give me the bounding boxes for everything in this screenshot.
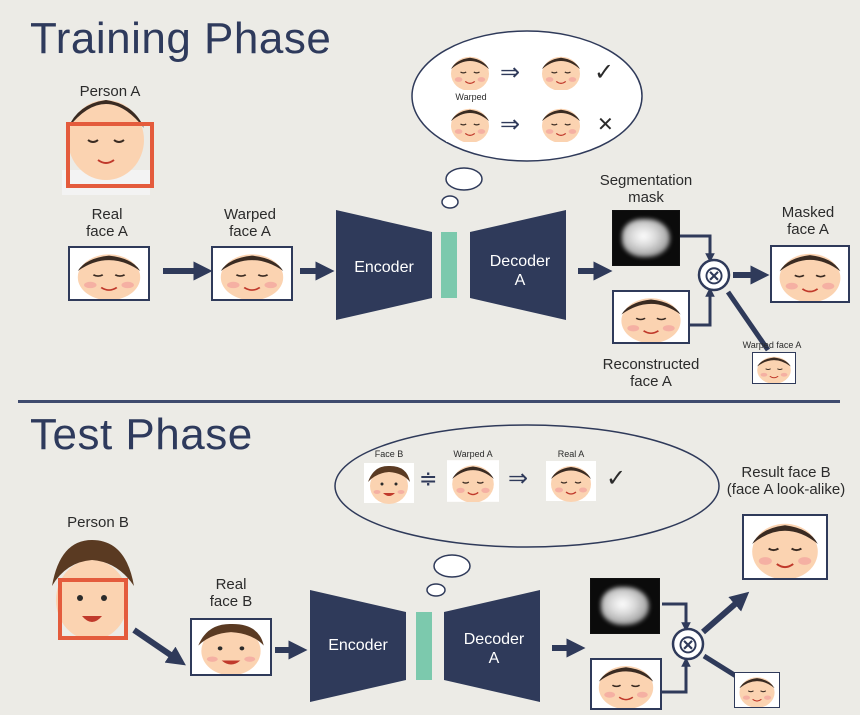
- masked-face-a-image: [770, 245, 850, 303]
- check-icon: ✓: [594, 59, 615, 86]
- encoder-label-training: Encoder: [354, 259, 414, 276]
- encoder-block-test: [310, 590, 406, 702]
- phase-divider: [18, 400, 840, 403]
- person-b-label: Person B: [67, 514, 129, 531]
- person-a-figure: [62, 100, 154, 195]
- thought-arrow-1: ⇒: [500, 59, 521, 86]
- thought-face-b-label: Face B: [374, 449, 404, 459]
- person-b-figure: [52, 540, 134, 640]
- result-face-b-label: Result face B (face A look-alike): [726, 464, 846, 498]
- decoder-block-test: [444, 590, 540, 702]
- warped-face-a-small-image: [752, 352, 796, 384]
- decoder-label-training: Decoder A: [489, 253, 551, 289]
- multiply-symbol-test: ⊗: [677, 629, 699, 659]
- multiply-symbol-training: ⊗: [703, 260, 725, 290]
- training-phase-title: Training Phase: [30, 14, 332, 63]
- real-face-a-image: [68, 246, 150, 301]
- thought-dot-small: [441, 195, 459, 209]
- thought-dot-small-test: [426, 583, 446, 597]
- cross-icon: ✕: [597, 114, 614, 136]
- warped-face-a-small-label: Warped face A: [742, 340, 802, 350]
- thought-arrow-test: ⇒: [508, 465, 529, 492]
- thought-dot-large: [445, 167, 483, 191]
- decoder-label-test: Decoder A: [463, 631, 525, 667]
- real-face-b-image: [190, 618, 272, 676]
- thought-arrow-2: ⇒: [500, 111, 521, 138]
- thought-warped-a-label: Warped A: [453, 449, 493, 459]
- warped-face-test-small-image: [734, 672, 780, 708]
- segmentation-mask-image: [612, 210, 680, 266]
- reconstructed-face-test-image: [590, 658, 662, 710]
- masked-face-a-label: Masked face A: [781, 204, 835, 238]
- real-face-a-label: Real face A: [86, 206, 128, 240]
- approx-symbol: ≑: [419, 466, 438, 491]
- decoder-block-training: [470, 210, 566, 320]
- warped-face-a-image: [211, 246, 293, 301]
- segmentation-mask-label: Segmentation mask: [599, 172, 693, 206]
- encoder-label-test: Encoder: [328, 637, 388, 654]
- multiply-operator-test: [671, 627, 705, 661]
- result-face-b-image: [742, 514, 828, 580]
- encoder-block-training: [336, 210, 432, 320]
- person-a-label: Person A: [79, 83, 141, 100]
- warped-face-a-label: Warped face A: [224, 206, 276, 240]
- multiply-operator-training: [697, 258, 731, 292]
- thought-warped-label: Warped: [455, 92, 487, 102]
- reconstructed-face-a-image: [612, 290, 690, 344]
- thought-real-a-label: Real A: [557, 449, 585, 459]
- latent-bar-training: [441, 232, 457, 298]
- latent-bar-test: [416, 612, 432, 680]
- segmentation-mask-test-image: [590, 578, 660, 634]
- check-icon-test: ✓: [606, 465, 627, 492]
- thought-dot-large-test: [433, 554, 471, 578]
- real-face-b-label: Real face B: [209, 576, 253, 610]
- thought-bubble-test: [334, 424, 720, 548]
- test-phase-title: Test Phase: [30, 410, 253, 459]
- reconstructed-face-a-label: Reconstructed face A: [602, 356, 700, 390]
